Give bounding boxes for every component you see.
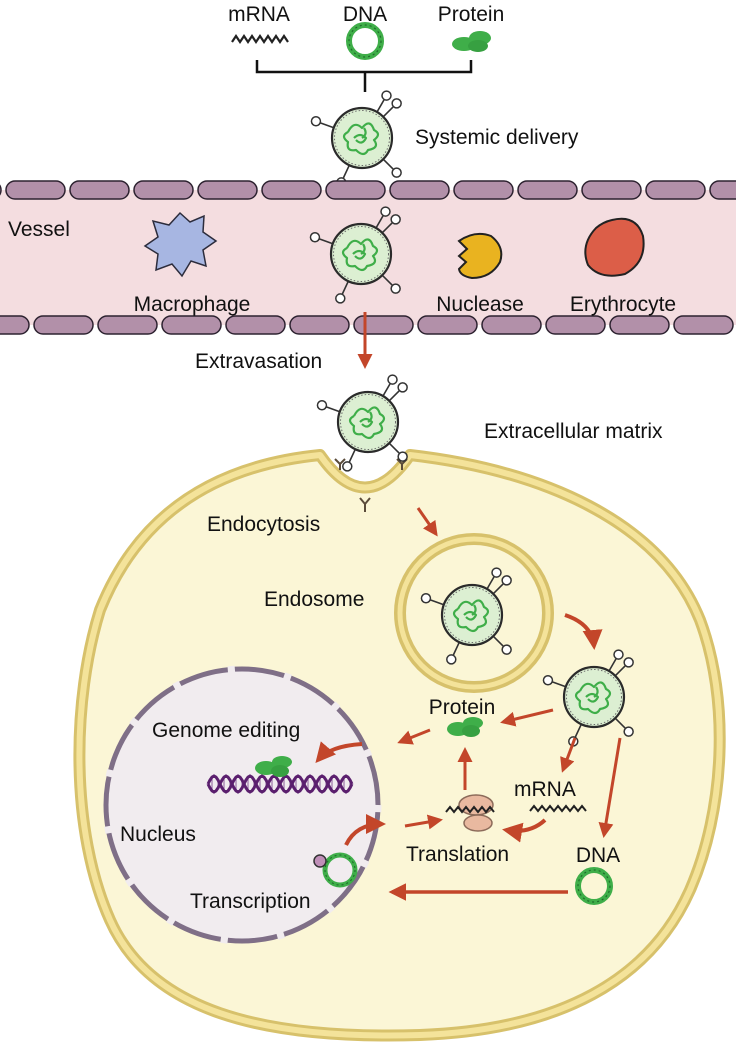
protein-to-nucleus-arrow: [397, 728, 431, 745]
cargo-mrna-label: mRNA: [228, 3, 290, 26]
translation-label: Translation: [406, 843, 509, 866]
protein-icon: [447, 717, 483, 737]
dna-double-helix-icon: [206, 774, 354, 794]
cell-membrane-highlight: [76, 452, 723, 1039]
mrna-to-ribosome-arrow: [502, 818, 547, 843]
vessel-label: Vessel: [8, 218, 70, 241]
endocytosis-label: Endocytosis: [207, 513, 320, 536]
cargo-dna-label: DNA: [343, 3, 387, 26]
vessel-wall-bottom: [0, 315, 734, 335]
lipid-nanoparticle-icon: [542, 649, 634, 747]
endocytosis-arrow: [416, 507, 438, 537]
cargo-protein-label: Protein: [438, 3, 505, 26]
mrna-strand-icon: [529, 804, 587, 813]
extravasation-label: Extravasation: [195, 350, 322, 373]
plasmid-dna-icon: [346, 22, 384, 60]
macrophage-icon: [143, 211, 218, 278]
endosome-membrane-highlight: [397, 536, 551, 690]
release-dna-arrow: [598, 737, 622, 838]
endosome-label: Endosome: [264, 588, 364, 611]
endosome-escape-arrow: [564, 613, 603, 650]
transcription-arrow: [344, 814, 386, 846]
nuclease-icon: [457, 232, 503, 280]
cargo-bracket: [255, 60, 473, 92]
plasmid-dna-icon: [575, 867, 613, 905]
ribosome-icon: [445, 794, 495, 832]
release-mrna-arrow: [560, 737, 577, 773]
nuclease-label: Nuclease: [436, 293, 524, 316]
macrophage-label: Macrophage: [134, 293, 251, 316]
transcription-label: Transcription: [190, 890, 311, 913]
erythrocyte-label: Erythrocyte: [570, 293, 676, 316]
editing-arrow: [315, 741, 363, 764]
lipid-nanoparticle-icon: [309, 206, 401, 304]
vessel-wall-top: [0, 180, 736, 200]
plasmid-dna-icon: [313, 852, 358, 888]
extracellular-matrix-label: Extracellular matrix: [484, 420, 663, 443]
nuclear-pores: [104, 665, 382, 944]
release-protein-arrow: [500, 708, 554, 727]
protein-icon: [255, 756, 292, 777]
erythrocyte-icon: [584, 217, 645, 277]
lipid-nanoparticle-icon: [310, 90, 402, 188]
lipid-nanoparticle-icon: [420, 567, 512, 665]
mrna-label: mRNA: [514, 778, 576, 801]
dna-label: DNA: [576, 844, 620, 867]
mrna-export-arrow: [404, 814, 443, 830]
protein-icon: [452, 31, 491, 52]
protein-label: Protein: [429, 696, 496, 719]
lipid-nanoparticle-icon: [316, 374, 408, 472]
genome-editing-label: Genome editing: [152, 719, 300, 742]
mrna-strand-icon: [231, 34, 289, 44]
systemic-delivery-label: Systemic delivery: [415, 126, 579, 149]
nucleus-label: Nucleus: [120, 823, 196, 846]
